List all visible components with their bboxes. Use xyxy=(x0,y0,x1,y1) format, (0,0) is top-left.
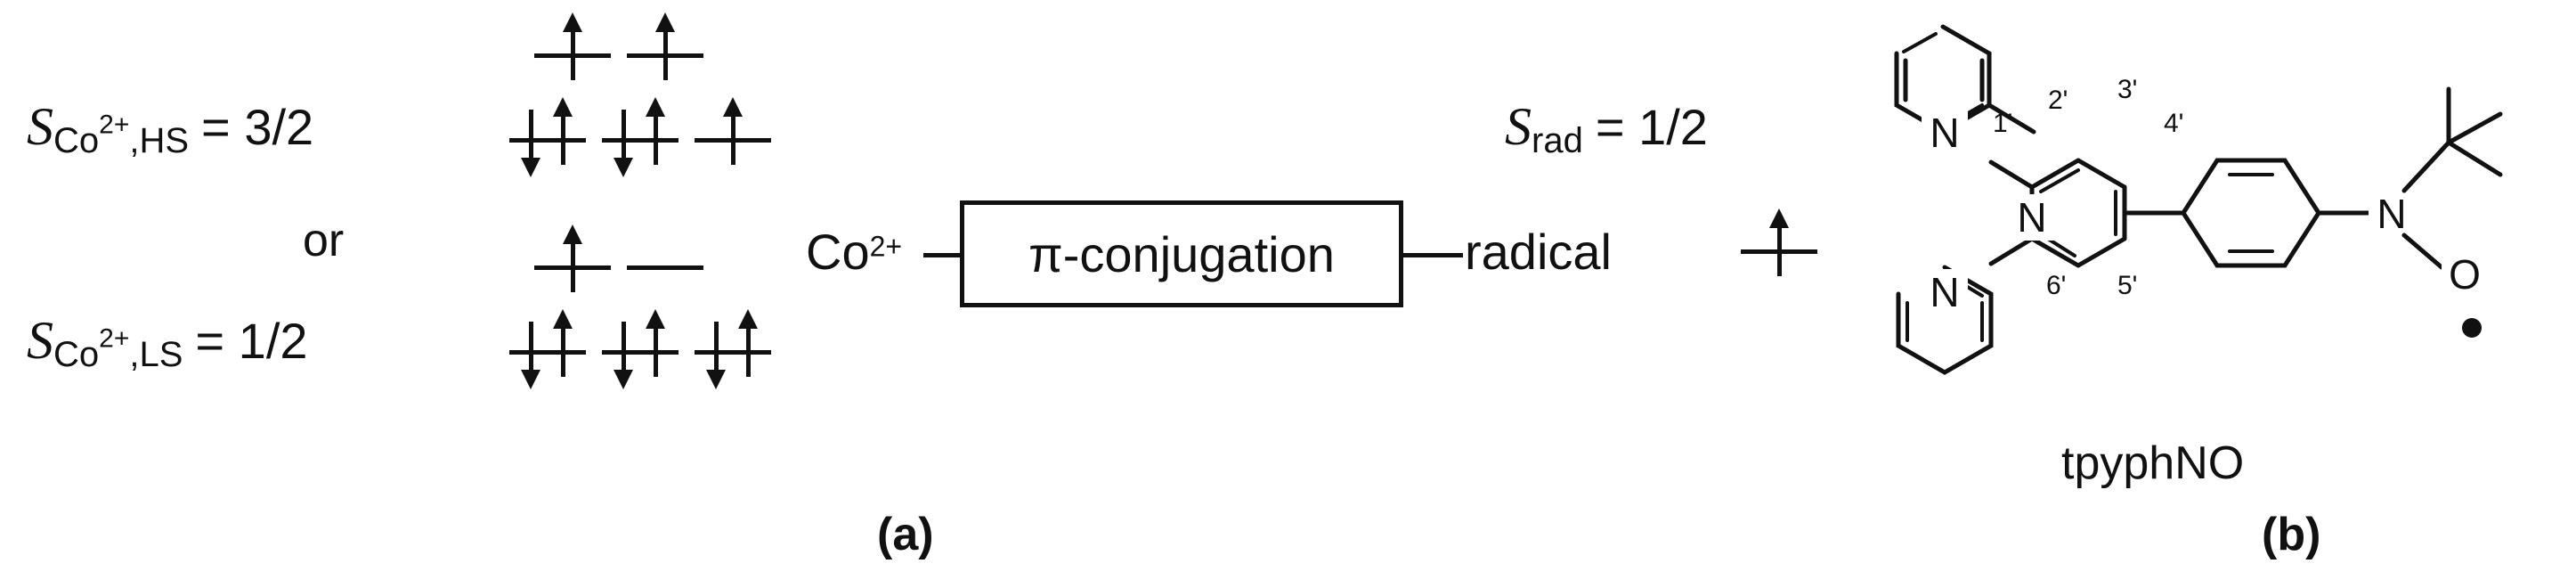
orbital-level-empty xyxy=(627,239,703,292)
orbital-level xyxy=(602,97,679,177)
flow-box-conjugation: π-conjugation xyxy=(960,200,1403,307)
spin-subscript-metal: Co xyxy=(53,334,100,374)
electron-arrow-up-icon xyxy=(553,97,573,165)
electron-arrow-up-icon xyxy=(563,12,582,80)
orbital-line xyxy=(509,350,586,355)
orbital-level xyxy=(695,97,771,165)
orbital-level xyxy=(534,12,611,80)
atom-label-nitrogen-bottom: N xyxy=(1930,269,1959,315)
spin-subscript-radical: rad xyxy=(1532,120,1583,160)
spin-value-radical: 1/2 xyxy=(1638,99,1708,155)
spin-symbol: S xyxy=(1505,97,1532,156)
spin-symbol: S xyxy=(27,311,53,370)
spin-label-radical: Srad = 1/2 xyxy=(1505,96,1708,161)
electron-arrow-up-icon xyxy=(646,309,665,377)
orbital-level xyxy=(695,309,771,389)
position-label-4prime: 4' xyxy=(2164,109,2183,138)
panel-a: SCo2+,HS= 3/2 xyxy=(27,12,1817,560)
position-label-5prime: 5' xyxy=(2117,271,2137,300)
spin-label-low-spin: SCo2+,LS = 1/2 xyxy=(27,310,308,375)
position-label-3prime: 3' xyxy=(2117,75,2137,104)
orbital-line xyxy=(602,138,679,143)
orbital-level xyxy=(534,225,611,292)
orbital-row-t2g-high-spin xyxy=(509,97,771,177)
orbital-line xyxy=(602,350,679,355)
orbital-level xyxy=(627,12,703,80)
electron-arrow-up-icon xyxy=(563,225,582,292)
flow-node-radical: radical xyxy=(1465,224,1612,280)
flow-connector-left xyxy=(923,253,981,257)
or-connector-text: or xyxy=(303,215,345,266)
panel-tag-b: (b) xyxy=(2262,509,2321,560)
atom-label-oxygen: O xyxy=(2449,251,2481,298)
orbital-line xyxy=(627,265,703,270)
position-label-2prime: 2' xyxy=(2048,86,2068,115)
molecule-structure-tpyphNO: N N xyxy=(1894,24,2503,375)
orbital-line xyxy=(695,350,771,355)
spin-value-low-spin: 1/2 xyxy=(238,313,308,369)
spin-equals: = xyxy=(201,99,231,155)
spin-superscript-charge: 2+ xyxy=(99,323,130,354)
orbital-level xyxy=(509,309,586,389)
orbital-level-radical xyxy=(1741,208,1817,276)
atom-label-nitrogen-top: N xyxy=(1930,110,1959,156)
panel-b: N N xyxy=(1834,0,2576,588)
spin-symbol: S xyxy=(27,97,53,156)
atom-label-nitrogen-nitroxide: N xyxy=(2377,191,2406,237)
electron-arrow-up-icon xyxy=(738,309,758,377)
cobalt-label: Co xyxy=(806,224,870,280)
electron-arrow-down-icon xyxy=(614,322,633,389)
electron-arrow-up-icon xyxy=(723,97,743,165)
spin-superscript-charge: 2+ xyxy=(99,110,130,140)
spin-value-high-spin: 3/2 xyxy=(244,99,314,155)
position-label-1prime: 1' xyxy=(1993,109,2012,138)
orbital-level xyxy=(602,309,679,389)
orbital-row-eg-high-spin xyxy=(534,12,703,80)
flow-node-cobalt: Co2+ xyxy=(806,223,902,281)
cobalt-charge: 2+ xyxy=(869,230,903,263)
orbital-row-t2g-low-spin xyxy=(509,309,771,389)
electron-arrow-down-icon xyxy=(521,110,540,177)
orbital-line xyxy=(509,138,586,143)
spin-subscript-state: ,HS xyxy=(129,120,190,160)
spin-equals: = xyxy=(195,313,225,369)
spin-subscript-metal: Co xyxy=(53,120,100,160)
radical-dot-icon xyxy=(2462,318,2482,338)
panel-tag-a: (a) xyxy=(877,509,934,560)
molecule-name-label: tpyphNO xyxy=(2061,437,2245,489)
spin-subscript-state: ,LS xyxy=(129,334,183,374)
orbital-row-eg-low-spin xyxy=(534,225,703,292)
position-label-6prime: 6' xyxy=(2046,271,2066,300)
electron-arrow-down-icon xyxy=(706,322,726,389)
flow-connector-right xyxy=(1402,253,1463,257)
electron-arrow-down-icon xyxy=(614,110,633,177)
orbital-level xyxy=(509,97,586,177)
electron-arrow-down-icon xyxy=(521,322,540,389)
electron-arrow-up-icon xyxy=(646,97,665,165)
spin-label-high-spin: SCo2+,HS = 3/2 xyxy=(27,96,313,161)
atom-label-nitrogen-center: N xyxy=(2017,194,2046,241)
electron-arrow-up-icon xyxy=(1769,208,1789,276)
electron-arrow-up-icon xyxy=(553,309,573,377)
spin-equals: = xyxy=(1595,99,1625,155)
electron-arrow-up-icon xyxy=(655,12,675,80)
